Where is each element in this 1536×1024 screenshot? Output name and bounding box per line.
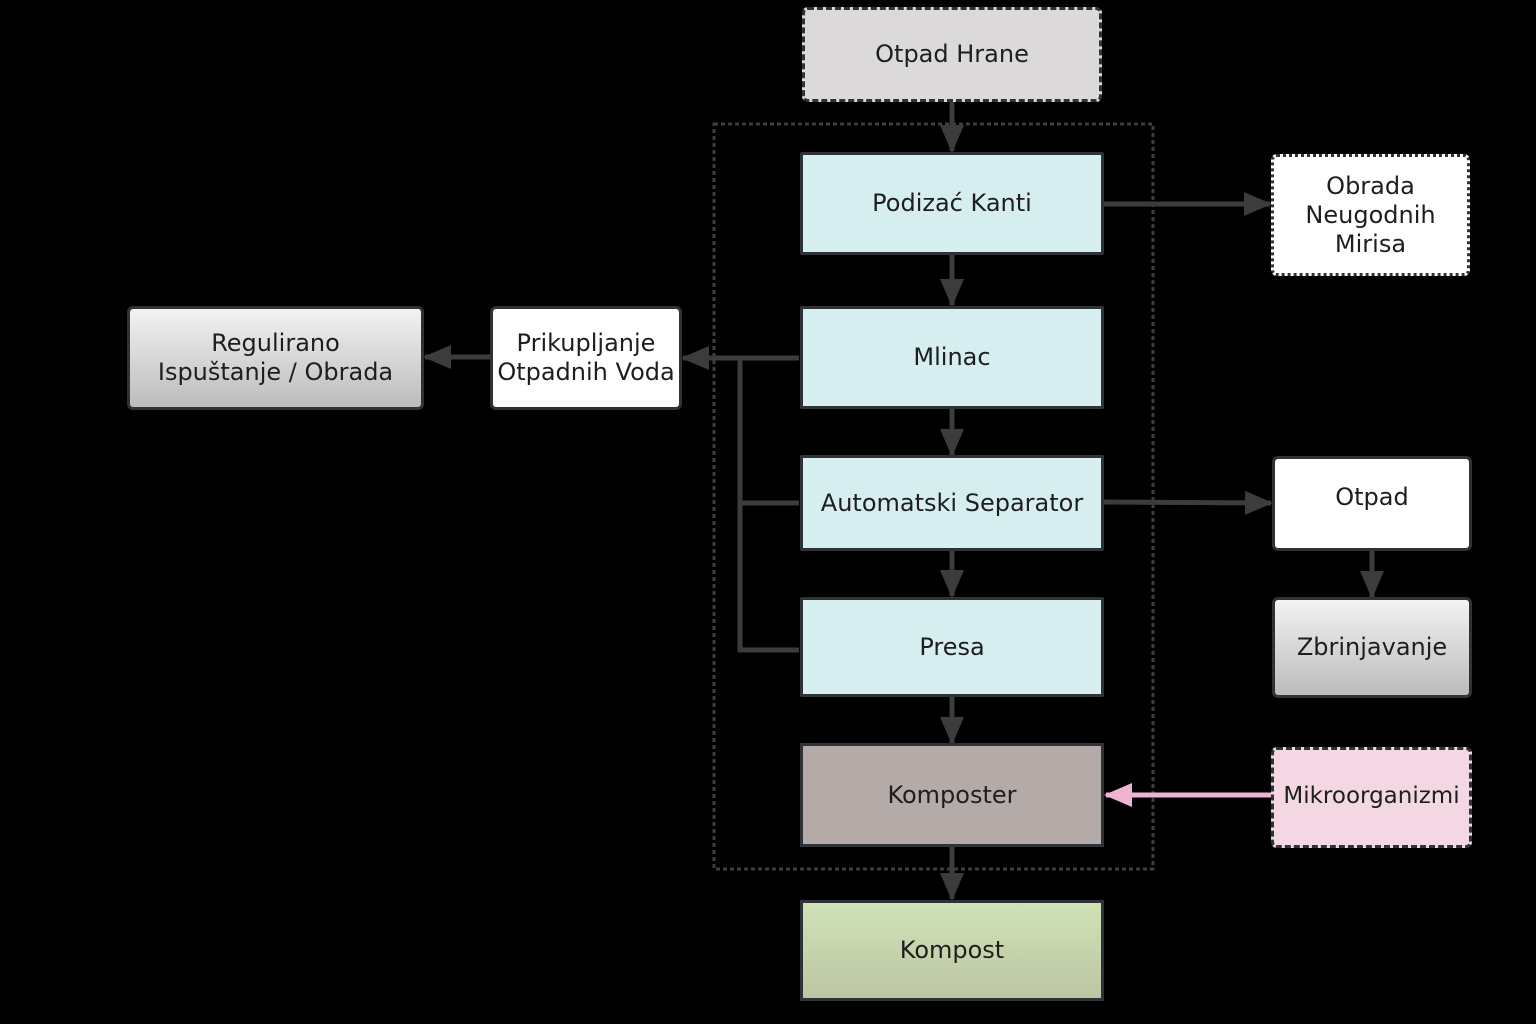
node-grinder[interactable]: Mlinac: [800, 306, 1104, 409]
node-press[interactable]: Presa: [800, 597, 1104, 697]
node-regulated-discharge[interactable]: Regulirano Ispuštanje / Obrada: [127, 306, 424, 410]
edge-separator-to-waste: [1103, 490, 1273, 515]
node-compost[interactable]: Kompost: [800, 900, 1104, 1001]
node-compost-label: Kompost: [899, 936, 1005, 964]
node-odor-treatment[interactable]: Obrada Neugodnih Mirisa: [1271, 154, 1470, 276]
node-auto-separator[interactable]: Automatski Separator: [800, 455, 1104, 551]
edge-press-to-wastewater: [737, 500, 799, 653]
node-wastewater-collection-label: Prikupljanje Otpadnih Voda: [497, 329, 675, 386]
node-disposal[interactable]: Zbrinjavanje: [1272, 597, 1472, 698]
node-food-waste-label: Otpad Hrane: [875, 40, 1029, 68]
node-bin-lifter-label: Podizać Kanti: [872, 189, 1032, 217]
node-food-waste[interactable]: Otpad Hrane: [802, 7, 1102, 102]
node-odor-treatment-label: Obrada Neugodnih Mirisa: [1305, 171, 1436, 258]
node-waste-label: Otpad: [1335, 483, 1409, 511]
node-waste[interactable]: Otpad: [1272, 456, 1472, 551]
node-wastewater-collection[interactable]: Prikupljanje Otpadnih Voda: [490, 306, 682, 410]
node-microorganisms[interactable]: Mikroorganizmi: [1271, 747, 1472, 848]
node-regulated-discharge-label: Regulirano Ispuštanje / Obrada: [157, 329, 394, 386]
node-disposal-label: Zbrinjavanje: [1296, 633, 1448, 661]
node-composter-label: Komposter: [887, 780, 1017, 809]
node-composter[interactable]: Komposter: [800, 743, 1104, 847]
node-auto-separator-label: Automatski Separator: [820, 488, 1084, 517]
edge-separator-press-to-wastewater: [737, 358, 799, 506]
machine-container-border: [712, 122, 1155, 871]
node-bin-lifter[interactable]: Podizać Kanti: [800, 152, 1104, 255]
node-microorganisms-label: Mikroorganizmi: [1283, 783, 1460, 809]
node-press-label: Presa: [919, 632, 985, 661]
node-grinder-label: Mlinac: [913, 343, 991, 371]
